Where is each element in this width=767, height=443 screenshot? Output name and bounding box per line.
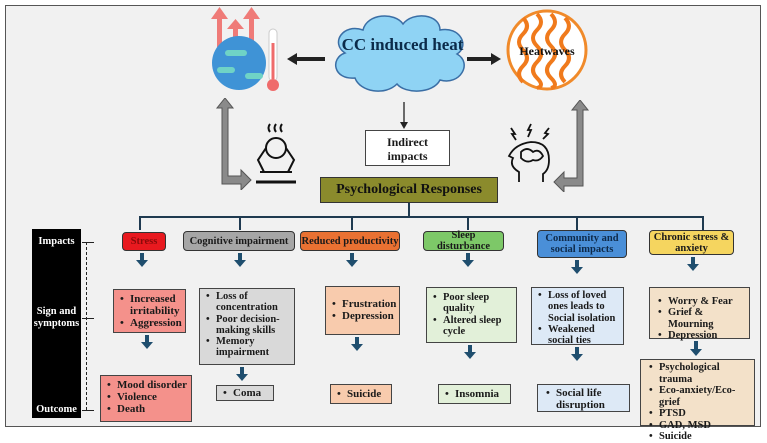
outcome-item: Suicide	[337, 388, 389, 400]
outcome-cognitive: Coma	[216, 385, 274, 401]
dashed-tick	[82, 410, 94, 411]
globe-thermometer-icon	[211, 7, 279, 91]
connector-tick	[351, 216, 353, 230]
down-arrow-icon	[690, 341, 702, 356]
cloud-shape	[335, 15, 465, 92]
heatwaves-icon	[506, 9, 588, 91]
outcome-item: Psychological trauma	[649, 362, 752, 385]
sign-item: Memory impairment	[206, 336, 292, 359]
outcome-productivity: Suicide	[330, 384, 392, 404]
signs-productivity: FrustrationDepression	[325, 286, 400, 335]
down-arrow-icon	[462, 253, 474, 267]
sign-item: Increased irritability	[120, 293, 183, 317]
signs-community: Loss of loved ones leads to Social isola…	[531, 287, 624, 347]
brain-head-icon	[507, 123, 550, 182]
sign-item: Weakened social ties	[538, 324, 621, 347]
down-arrow-icon	[571, 260, 583, 274]
outcome-item: Death	[107, 403, 189, 415]
sign-item: Poor sleep quality	[433, 292, 514, 315]
label-signs: Sign and symptoms	[33, 306, 80, 329]
connector-horizontal	[140, 216, 704, 218]
indirect-impacts-box: Indirect impacts	[365, 130, 450, 166]
impact-community: Community and social impacts	[537, 230, 627, 258]
outcome-item: Suicide	[649, 431, 752, 443]
impact-productivity: Reduced productivity	[300, 231, 400, 251]
connector-tick	[467, 216, 469, 230]
left-l-arrow	[215, 98, 252, 190]
outcome-stress: Mood disorderViolenceDeath	[100, 375, 192, 422]
down-arrow-icon	[346, 253, 358, 267]
down-arrow-icon	[234, 253, 246, 267]
outcome-item: Mood disorder	[107, 379, 189, 391]
sign-item: Grief & Mourning	[658, 307, 747, 330]
dashed-tick	[82, 318, 94, 319]
impact-stress: Stress	[122, 232, 166, 251]
heatwaves-label: Heatwaves	[519, 44, 575, 58]
psychological-responses-box: Psychological Responses	[320, 177, 498, 203]
sign-item: Altered sleep cycle	[433, 315, 514, 338]
stressed-person-icon	[256, 123, 296, 184]
outcome-chronic: Psychological traumaEco-anxiety/Eco-grie…	[640, 359, 755, 442]
down-arrow-icon	[571, 347, 583, 361]
outcome-item: Eco-anxiety/Eco-grief	[649, 385, 752, 408]
down-arrow-indirect	[400, 102, 408, 129]
dashed-guide	[86, 242, 87, 410]
sign-item: Loss of concentration	[206, 291, 292, 314]
outcome-sleep: Insomnia	[438, 384, 511, 404]
connector-root	[408, 203, 410, 217]
outcome-item: Violence	[107, 391, 189, 403]
sign-item: Depression	[332, 310, 397, 322]
sign-item: Worry & Fear	[658, 296, 747, 308]
connector-tick	[239, 216, 241, 230]
down-arrow-icon	[464, 345, 476, 359]
right-l-arrow	[553, 100, 590, 192]
dashed-tick	[82, 242, 94, 243]
outcome-item: GAD, MSD	[649, 420, 752, 432]
label-impacts: Impacts	[38, 236, 75, 247]
sign-item: Loss of loved ones leads to Social isola…	[538, 290, 621, 324]
outcome-community: Social life disruption	[537, 384, 630, 412]
heat-arrows	[287, 53, 501, 65]
down-arrow-icon	[136, 253, 148, 267]
sign-item: Poor decision-making skills	[206, 314, 292, 337]
connector-tick	[702, 216, 704, 230]
connector-tick	[576, 216, 578, 230]
signs-stress: Increased irritabilityAggression	[113, 289, 186, 333]
down-arrow-icon	[141, 335, 153, 349]
outcome-item: Coma	[223, 387, 271, 399]
impact-sleep: Sleep disturbance	[423, 230, 504, 252]
impact-chronic: Chronic stress & anxiety	[649, 230, 734, 255]
down-arrow-icon	[236, 367, 248, 381]
sign-item: Depression	[658, 330, 747, 342]
signs-sleep: Poor sleep qualityAltered sleep cycle	[426, 287, 517, 343]
label-outcome: Outcome	[36, 404, 77, 415]
down-arrow-icon	[351, 337, 363, 351]
outcome-item: Insomnia	[445, 388, 508, 400]
down-arrow-icon	[687, 257, 699, 271]
connector-tick	[139, 216, 141, 230]
sign-item: Aggression	[120, 317, 183, 329]
outcome-item: Social life disruption	[546, 387, 627, 411]
cloud-label: CC induced heat	[341, 35, 464, 54]
row-label-bar	[32, 229, 81, 418]
signs-chronic: Worry & FearGrief & MourningDepression	[649, 287, 750, 342]
sign-item: Frustration	[332, 298, 397, 310]
signs-cognitive: Loss of concentrationPoor decision-makin…	[199, 288, 295, 365]
outcome-item: PTSD	[649, 408, 752, 420]
impact-cognitive: Cognitive impairment	[183, 231, 295, 251]
